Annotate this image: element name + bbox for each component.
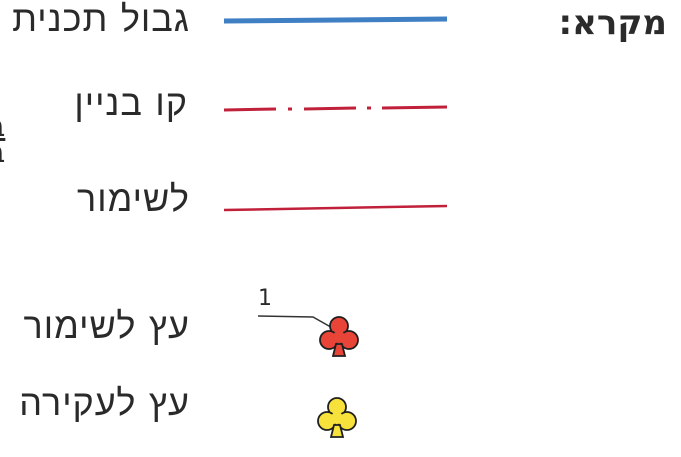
preservation-line-symbol bbox=[223, 204, 448, 212]
legend-item-label-tree-remove: עץ לעקירה bbox=[19, 383, 190, 424]
legend-item-label-plan-boundary: גבול תכנית bbox=[12, 0, 190, 40]
cut-off-text-line-1: ב bbox=[0, 112, 5, 142]
building-line-symbol bbox=[223, 105, 448, 112]
plan-boundary-line-symbol bbox=[223, 16, 448, 24]
legend-item-label-building-line: קו בניין bbox=[74, 83, 188, 124]
cut-off-text-line-2: ב bbox=[0, 138, 5, 168]
tree-number-leader-line bbox=[257, 315, 337, 331]
tree-preserve-icon bbox=[319, 316, 359, 357]
legend-item-label-preservation: לשימור bbox=[77, 179, 190, 220]
legend-item-label-tree-preserve: עץ לשימור bbox=[23, 306, 190, 347]
tree-remove-icon bbox=[317, 397, 357, 438]
legend-title: מקרא: bbox=[558, 3, 667, 43]
tree-number-label: 1 bbox=[258, 286, 272, 311]
